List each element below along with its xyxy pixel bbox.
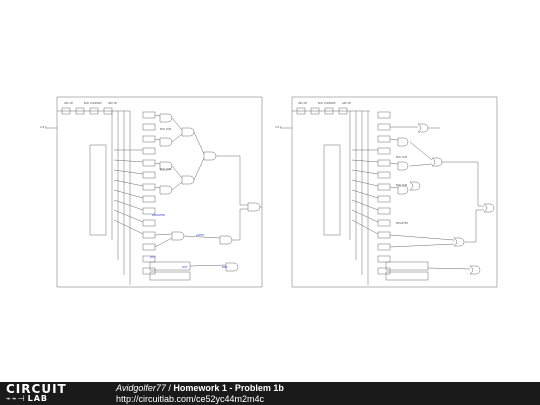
logo-wordmark-bottom: ⌁⌁⊣LAB — [6, 394, 48, 404]
logo-resistor-icon: ⌁⌁⊣ — [6, 394, 26, 403]
project-url[interactable]: http://circuitlab.com/ce52yc44m2m4c — [116, 394, 265, 404]
svg-text:BCD CON: BCD CON — [396, 184, 407, 187]
svg-text:OUT: OUT — [150, 255, 156, 259]
project-title: Homework 1 - Problem 1b — [173, 383, 284, 393]
right-or-gates[interactable] — [397, 123, 495, 275]
right-schematic[interactable] — [280, 96, 498, 288]
logo-lab-text: LAB — [27, 394, 48, 403]
left-and-gates[interactable] — [159, 113, 261, 272]
svg-text:ABC DE: ABC DE — [298, 102, 308, 105]
svg-text:LATCH: LATCH — [196, 233, 204, 237]
svg-text:ABC DE: ABC DE — [342, 102, 352, 105]
svg-text:BCD CON: BCD CON — [396, 156, 407, 159]
left-blue-labels: REGISTER LATCH OUT OUT ENC — [150, 213, 228, 269]
svg-text:ABC DE: ABC DE — [108, 102, 118, 105]
right-frame-wire — [291, 96, 498, 288]
svg-text:BCD CON: BCD CON — [160, 128, 171, 131]
right-decoder-block[interactable] — [323, 144, 341, 236]
svg-text:REGISTER: REGISTER — [396, 222, 408, 225]
project-title-line: Avidgolfer77 / Homework 1 - Problem 1b — [116, 383, 284, 394]
right-mux-block[interactable] — [385, 261, 429, 271]
logo-wordmark-top: CIRCUIT — [6, 382, 67, 396]
footer-bar: CIRCUIT ⌁⌁⊣LAB Avidgolfer77 / Homework 1… — [0, 382, 540, 405]
title-separator: / — [165, 383, 174, 393]
right-labels: ABC DE BCD COMPARE ABC DE A B C BCD CON … — [275, 102, 408, 225]
author-link[interactable]: Avidgolfer77 — [116, 383, 166, 393]
circuitlab-logo[interactable]: CIRCUIT ⌁⌁⊣LAB — [6, 383, 88, 404]
svg-text:REGISTER: REGISTER — [152, 213, 165, 217]
svg-text:BCD CON: BCD CON — [160, 168, 171, 171]
left-labels: ABC DE BCD COMPARE ABC DE A B C BCD CON … — [40, 102, 171, 171]
svg-text:A B C: A B C — [275, 126, 282, 129]
svg-text:A B C: A B C — [40, 126, 47, 129]
left-frame-wire — [56, 96, 263, 288]
left-gate-column[interactable] — [142, 111, 156, 275]
svg-text:ABC DE: ABC DE — [64, 102, 74, 105]
svg-text:BCD COMPARE: BCD COMPARE — [84, 102, 102, 105]
svg-text:BCD COMPARE: BCD COMPARE — [318, 102, 336, 105]
svg-text:OUT: OUT — [182, 265, 188, 269]
right-gate-column[interactable] — [377, 111, 391, 275]
schematic-canvas[interactable]: ABC DE BCD COMPARE ABC DE A B C BCD CON … — [0, 0, 540, 382]
svg-text:ENC: ENC — [222, 265, 228, 269]
left-schematic[interactable] — [45, 96, 263, 288]
left-decoder-block[interactable] — [89, 144, 107, 236]
